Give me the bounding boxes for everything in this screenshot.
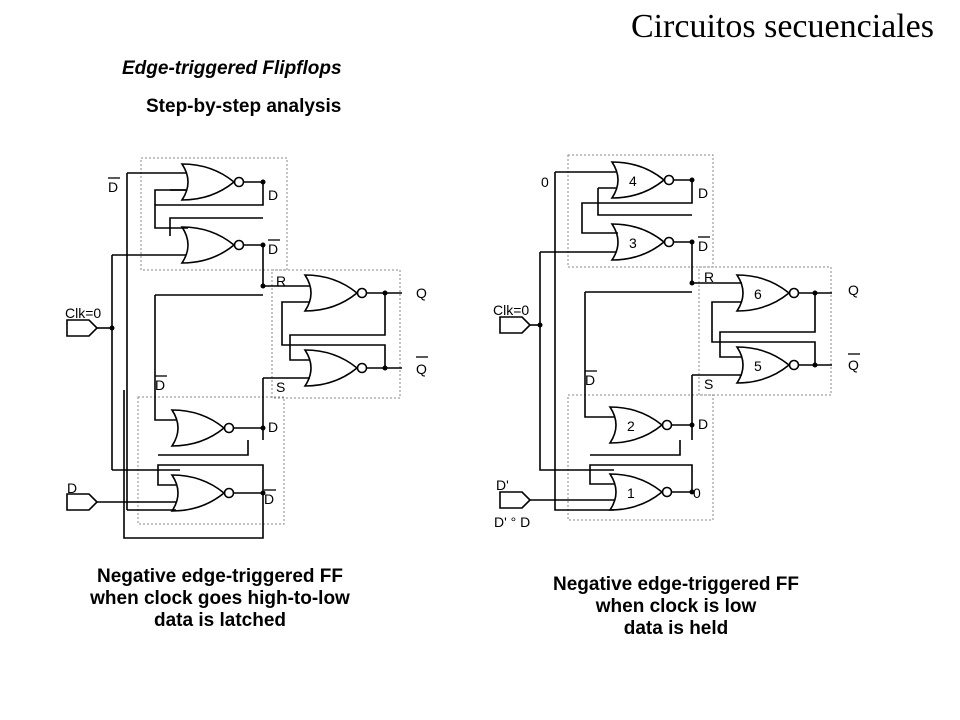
- left-s-label: S: [276, 379, 285, 395]
- left-gate-r: [304, 274, 368, 312]
- left-gate-top: [181, 163, 245, 201]
- left-clk-label: Clk=0: [65, 305, 101, 321]
- right-top-latch-box: [567, 154, 714, 268]
- right-gate-5: [736, 346, 800, 384]
- right-gate-4-label: 4: [629, 173, 637, 189]
- right-gate-2: [609, 406, 673, 444]
- left-gate-bottom: [171, 474, 235, 512]
- right-gate-6: [736, 274, 800, 312]
- left-d-pin: [66, 493, 98, 511]
- right-gate-3-label: 3: [629, 235, 637, 251]
- left-gate-second: [181, 226, 245, 264]
- right-caption-line3: data is held: [623, 618, 729, 639]
- right-zero-top: 0: [541, 174, 549, 190]
- left-gate-s: [304, 349, 368, 387]
- left-d-input-label: D: [67, 480, 77, 496]
- left-d-mid: D: [268, 419, 278, 435]
- right-gate-4: [611, 161, 675, 199]
- slide-subtitle-analysis: Step-by-step analysis: [146, 96, 342, 117]
- left-dbar-top: D: [108, 179, 118, 195]
- right-output-latch-box: [698, 266, 832, 396]
- right-gate-1-label: 1: [627, 485, 635, 501]
- right-caption-line1: Negative edge-triggered FF: [553, 574, 799, 595]
- right-dbar-mid: D: [585, 372, 595, 388]
- left-d-top: D: [268, 187, 278, 203]
- left-dbar-top2: D: [268, 241, 278, 257]
- left-qbar-label: Q: [416, 361, 427, 377]
- right-caption-line2: when clock is low: [595, 596, 757, 617]
- left-caption: Negative edge-triggered FF when clock go…: [30, 566, 410, 632]
- left-caption-line3: data is latched: [154, 610, 286, 631]
- right-r-label: R: [704, 269, 714, 285]
- left-caption-line1: Negative edge-triggered FF: [97, 566, 343, 587]
- right-d-top: D: [698, 185, 708, 201]
- right-dprime-d-label: D' ° D: [494, 514, 530, 530]
- right-clk-pin: [499, 316, 531, 334]
- right-dprime-label: D': [496, 477, 509, 493]
- right-qbar-label: Q: [848, 357, 859, 373]
- right-bottom-latch-box: [567, 394, 714, 521]
- left-clk-pin: [66, 319, 98, 337]
- right-dprime-pin: [499, 491, 531, 509]
- left-bottom-latch-box: [137, 396, 285, 525]
- left-top-latch-box: [140, 157, 288, 271]
- left-caption-line2: when clock goes high-to-low: [90, 588, 350, 609]
- right-circuit: 4 3 6 5 2 1 0 D D R Q Q S Clk=0 D D 0 D'…: [493, 154, 860, 530]
- right-caption: Negative edge-triggered FF when clock is…: [486, 574, 866, 640]
- right-gate-3: [611, 223, 675, 261]
- left-circuit: D D D R Q Q S Clk=0 D D D D: [65, 157, 428, 539]
- slide-subtitle: Edge-triggered Flipflops: [122, 58, 342, 79]
- right-d-mid: D: [698, 416, 708, 432]
- right-q-label: Q: [848, 282, 859, 298]
- right-zero-out: 0: [693, 485, 701, 501]
- slide-title: Circuitos secuenciales: [630, 8, 934, 45]
- right-clk-label: Clk=0: [493, 302, 529, 318]
- right-s-label: S: [704, 376, 713, 392]
- right-dbar-top2: D: [698, 238, 708, 254]
- left-gate-third: [171, 409, 235, 447]
- right-gate-2-label: 2: [627, 418, 635, 434]
- left-r-label: R: [276, 273, 286, 289]
- left-output-latch-box: [271, 269, 401, 399]
- left-dbar-bottom: D: [264, 491, 274, 507]
- right-gate-5-label: 5: [754, 358, 762, 374]
- right-gate-1: [609, 473, 673, 511]
- right-gate-6-label: 6: [754, 286, 762, 302]
- left-q-label: Q: [416, 285, 427, 301]
- left-dbar-mid: D: [155, 377, 165, 393]
